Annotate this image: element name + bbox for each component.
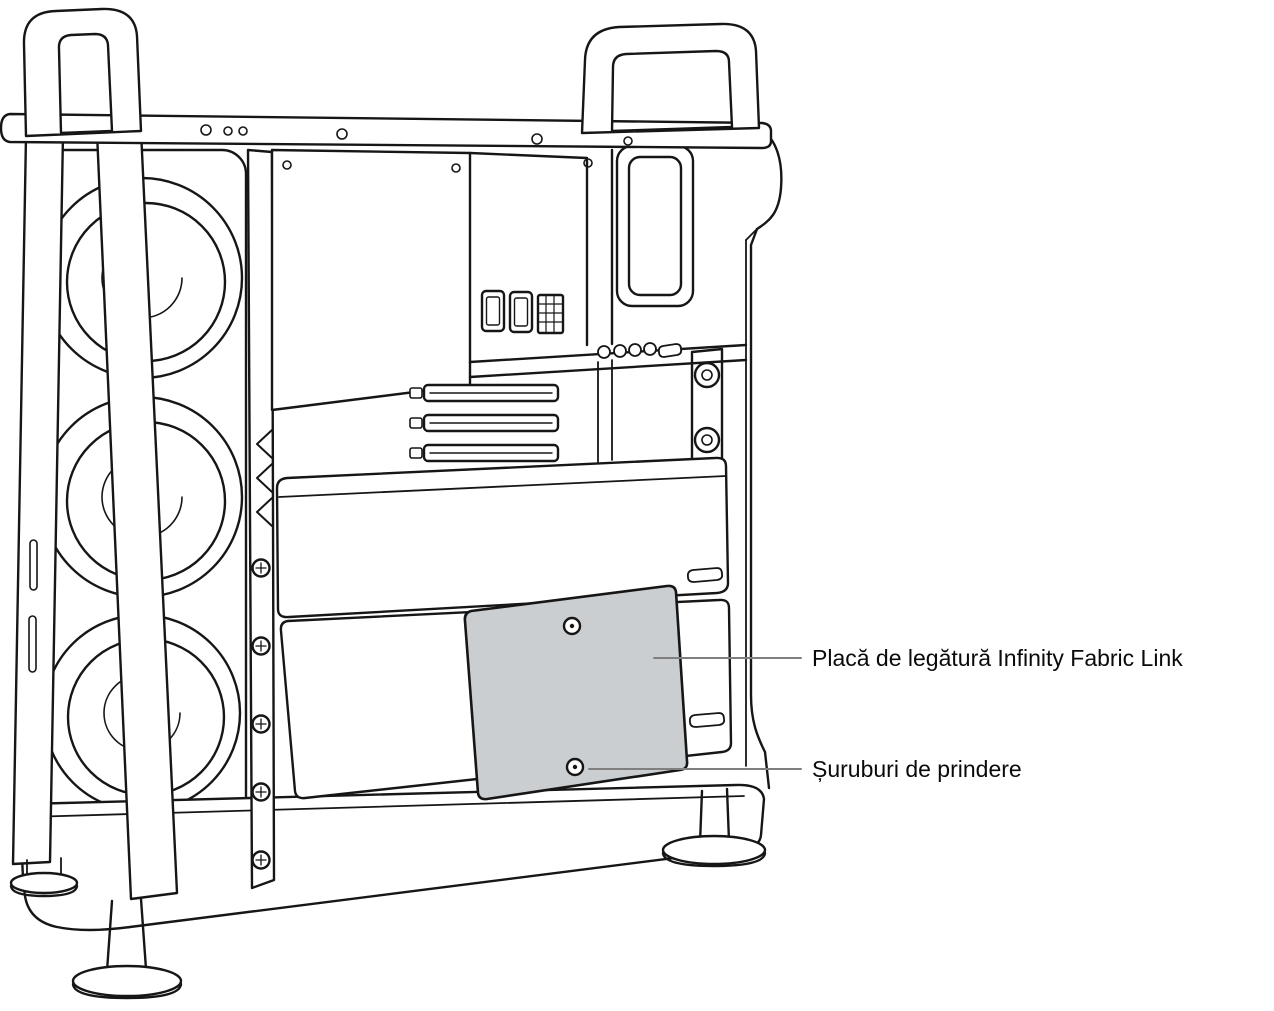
right-frame-edge [745,126,783,790]
thumbscrew-top [693,361,721,389]
front-right-foot [661,787,767,868]
callout-label-board: Placă de legătură Infinity Fabric Link [812,645,1183,671]
hinge-column [246,148,276,890]
callout-label-screws: Șuruburi de prindere [812,756,1022,782]
thumbscrew-bracket [690,347,724,470]
rear-left-foot [9,857,79,898]
left-handle [22,7,143,138]
io-ports [480,289,565,335]
front-left-foot [71,897,183,1000]
top-frame-bar [0,112,773,150]
callout-lines [588,657,802,770]
right-opening-panel [615,144,695,308]
pcie-slots [409,359,613,463]
rear-left-leg [11,132,65,866]
upper-blank-panel [270,148,472,412]
right-handle [580,22,761,135]
thumbscrew-bottom [693,426,721,454]
mpx-module-upper [275,456,730,619]
hinge-screws [251,558,271,870]
infinity-fabric-link-board [463,584,689,801]
feet [9,787,767,1000]
slot-shelf [468,342,748,379]
interior-panels [270,144,748,470]
front-left-leg [95,129,179,901]
